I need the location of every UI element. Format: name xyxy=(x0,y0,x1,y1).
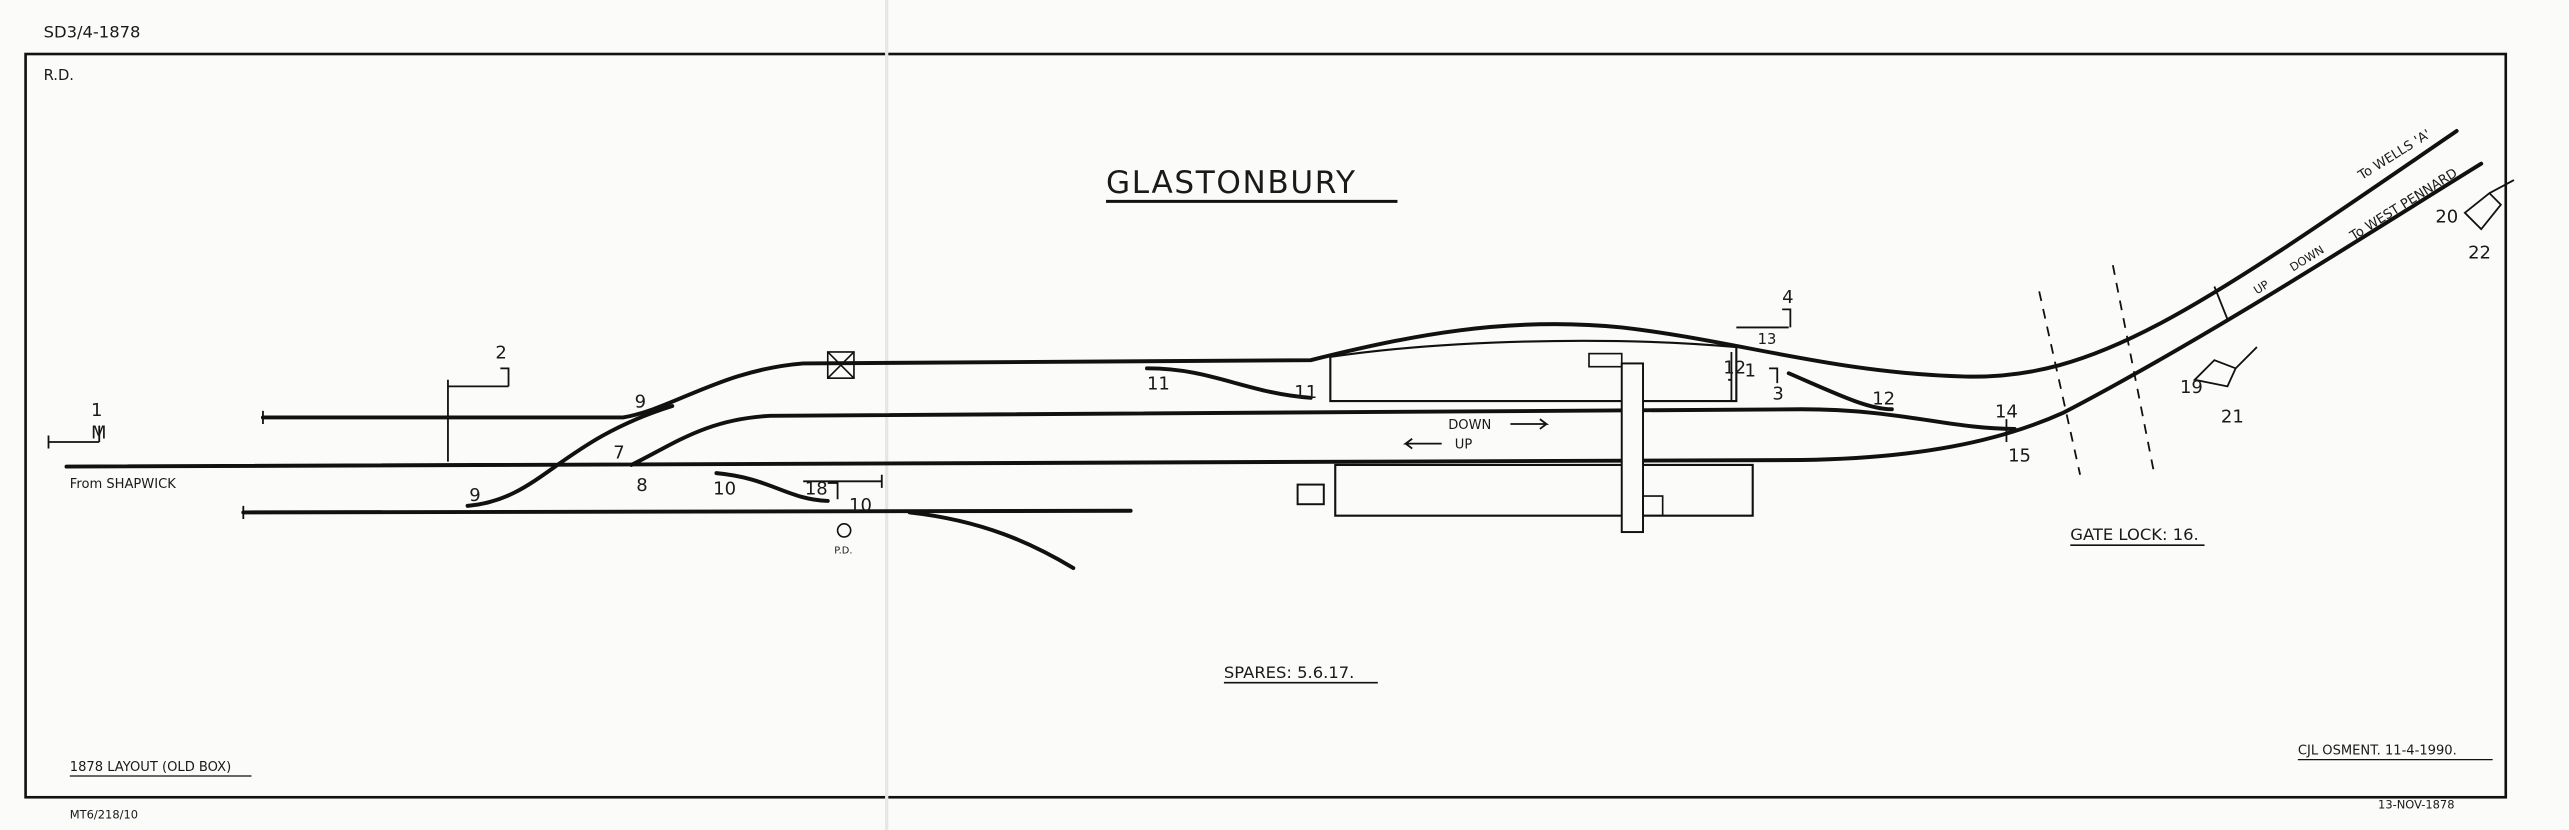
lever-15: 15 xyxy=(2008,446,2031,467)
up-main-line xyxy=(64,161,2484,469)
crossover-9 xyxy=(465,404,675,508)
lever-11: 11 xyxy=(1294,382,1317,403)
lever-1b: 1 xyxy=(1745,361,1756,382)
from-shapwick-label: From SHAPWICK xyxy=(70,477,176,492)
lever-12: 12 xyxy=(1872,388,1895,409)
lever-21: 21 xyxy=(2221,406,2244,427)
footbridge-steps xyxy=(1642,495,1664,517)
lever-9: 9 xyxy=(469,485,480,506)
trap-points xyxy=(2005,286,2229,443)
lever-9: 9 xyxy=(635,392,646,413)
lever-19: 19 xyxy=(2180,377,2203,398)
signal-2-icon xyxy=(447,367,510,462)
up-platform xyxy=(1334,463,1754,517)
lever-1-m: M xyxy=(91,423,107,444)
lever-22: 22 xyxy=(2468,243,2491,264)
lever-7: 7 xyxy=(613,442,624,463)
lever-4: 4 xyxy=(1782,287,1793,308)
author-note: CJL OSMENT. 11-4-1990. xyxy=(2298,744,2457,759)
lever-14: 14 xyxy=(1995,401,2018,422)
bottom-siding xyxy=(241,508,1133,515)
signal-box xyxy=(826,351,855,379)
down-direction-label: DOWN xyxy=(1448,418,1491,433)
gate-lock-note: GATE LOCK: 16. xyxy=(2070,525,2198,544)
up-branch-label: UP xyxy=(2251,277,2271,297)
lever-2: 2 xyxy=(495,343,506,364)
up-direction-label: UP xyxy=(1455,438,1473,453)
date-stamp: 13-NOV-1878 xyxy=(2378,798,2454,812)
lever-8: 8 xyxy=(636,475,647,496)
signal-4-3-icon xyxy=(1728,308,1792,402)
level-crossing-gates xyxy=(2038,265,2155,475)
box-cross xyxy=(827,351,855,379)
signals xyxy=(47,179,2515,538)
lever-numbers: 1 M 2 9 9 7 8 10 10 18 P.D. 11 11 4 13 1… xyxy=(91,207,2491,557)
signal-19-21-icon xyxy=(2192,346,2258,388)
branch-siding xyxy=(907,510,1076,571)
footbridge-steps xyxy=(1588,352,1623,368)
buffer-stops xyxy=(242,410,264,519)
tracks xyxy=(64,129,2484,571)
page-title: GLASTONBURY xyxy=(1106,165,1357,201)
loop-line xyxy=(260,129,2459,420)
lever-18: 18 xyxy=(805,478,828,499)
lever-3: 3 xyxy=(1772,383,1783,404)
spares-note: SPARES: 5.6.17. xyxy=(1224,663,1354,682)
signal-20-22-icon xyxy=(2463,179,2515,231)
down-main-line xyxy=(629,407,2017,467)
ground-disc-icon xyxy=(836,523,852,538)
diagram-border xyxy=(24,52,2508,799)
siding-10 xyxy=(714,471,830,503)
layout-note: 1878 LAYOUT (OLD BOX) xyxy=(70,760,231,775)
lever-20: 20 xyxy=(2435,207,2458,228)
footbridge xyxy=(1620,362,1645,534)
arrow-right-icon xyxy=(1510,418,1550,430)
down-platform xyxy=(1329,339,1738,403)
lever-1: 1 xyxy=(91,400,102,421)
pd-label: P.D. xyxy=(834,545,852,556)
siding-11 xyxy=(1145,366,1313,400)
down-branch-label: DOWN xyxy=(2287,242,2326,274)
lever-10: 10 xyxy=(713,478,736,499)
signal-18-icon xyxy=(803,474,883,500)
lever-13: 13 xyxy=(1758,331,1777,348)
arrow-left-icon xyxy=(1402,438,1442,450)
lever-10: 10 xyxy=(849,495,872,516)
building xyxy=(1296,483,1325,506)
signal-1-icon xyxy=(47,425,101,449)
lever-11: 11 xyxy=(1147,374,1170,395)
siding-12 xyxy=(1786,371,1894,412)
file-reference: MT6/218/10 xyxy=(70,808,138,822)
corner-note: R.D. xyxy=(44,67,74,84)
reference-code: SD3/4-1878 xyxy=(44,23,141,42)
lever-12: 12 xyxy=(1723,357,1746,378)
